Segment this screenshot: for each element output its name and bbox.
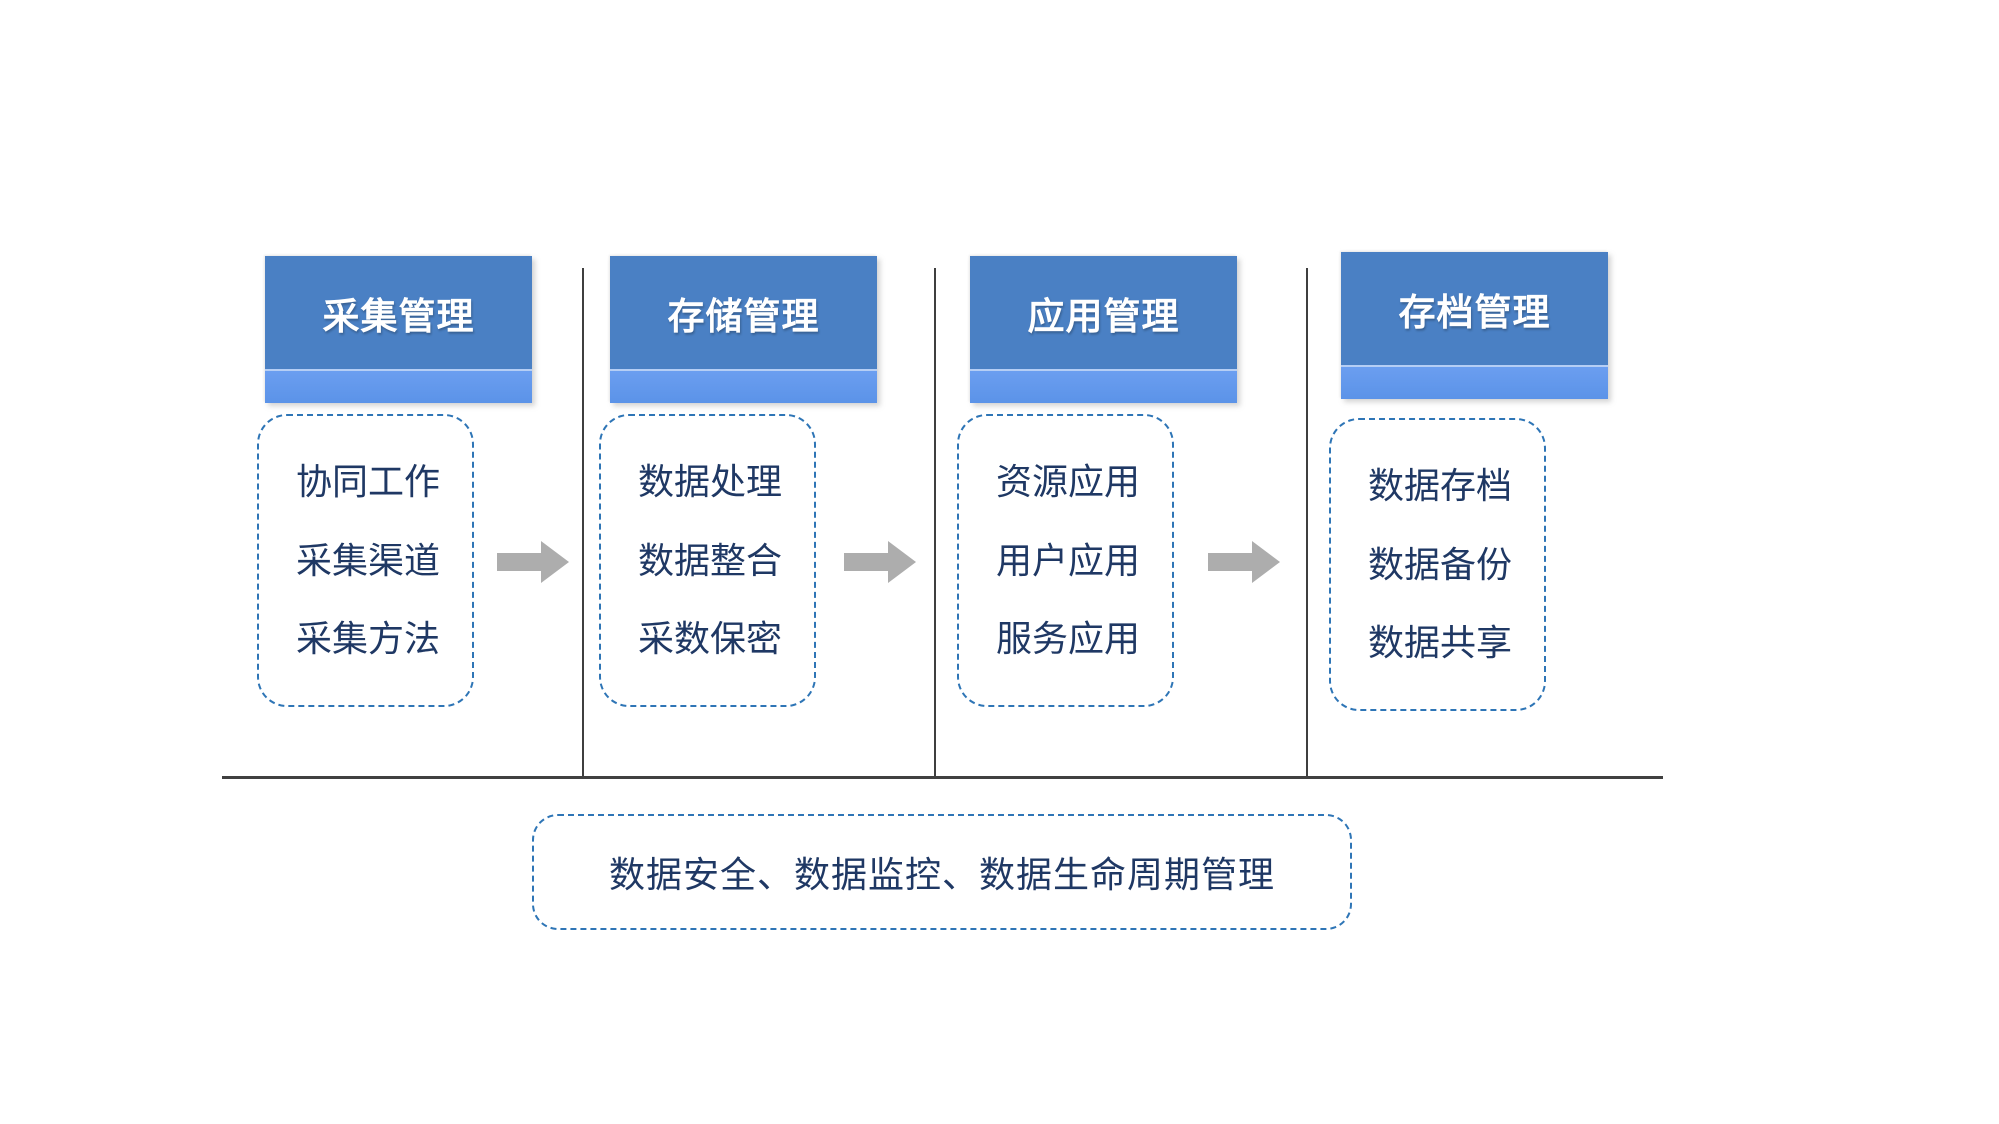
header-archive-management: 存档管理 bbox=[1341, 252, 1608, 399]
column-item: 数据存档 bbox=[1368, 465, 1513, 507]
header-archive-strip bbox=[1341, 365, 1608, 399]
column-item: 采数保密 bbox=[638, 617, 783, 659]
column-item: 数据整合 bbox=[638, 539, 783, 581]
header-application-title: 应用管理 bbox=[1027, 295, 1180, 337]
column-item: 采集方法 bbox=[296, 617, 441, 659]
vertical-divider-1 bbox=[582, 268, 584, 777]
header-collection-strip bbox=[265, 369, 532, 403]
header-storage-title: 存储管理 bbox=[667, 295, 820, 337]
header-archive-title: 存档管理 bbox=[1398, 291, 1551, 333]
header-storage-management: 存储管理 bbox=[610, 256, 877, 403]
column-item: 数据共享 bbox=[1368, 621, 1513, 663]
itembox-application: 资源应用 用户应用 服务应用 bbox=[957, 414, 1174, 707]
header-application-management: 应用管理 bbox=[970, 256, 1237, 403]
itembox-archive: 数据存档 数据备份 数据共享 bbox=[1329, 418, 1546, 711]
itembox-collection: 协同工作 采集渠道 采集方法 bbox=[257, 414, 474, 707]
itembox-storage: 数据处理 数据整合 采数保密 bbox=[599, 414, 816, 707]
header-application-strip bbox=[970, 369, 1237, 403]
footer-banner: 数据安全、数据监控、数据生命周期管理 bbox=[532, 814, 1352, 930]
header-storage-strip bbox=[610, 369, 877, 403]
column-item: 采集渠道 bbox=[296, 539, 441, 581]
horizontal-baseline bbox=[222, 776, 1663, 779]
column-item: 用户应用 bbox=[996, 539, 1141, 581]
column-item: 资源应用 bbox=[996, 461, 1141, 503]
arrow-right-icon bbox=[844, 540, 917, 584]
footer-banner-label: 数据安全、数据监控、数据生命周期管理 bbox=[608, 854, 1275, 895]
vertical-divider-3 bbox=[1306, 268, 1308, 777]
header-collection-title: 采集管理 bbox=[322, 295, 475, 337]
column-item: 服务应用 bbox=[996, 617, 1141, 659]
vertical-divider-2 bbox=[934, 268, 936, 777]
arrow-right-icon bbox=[497, 540, 570, 584]
header-collection-management: 采集管理 bbox=[265, 256, 532, 403]
arrow-right-icon bbox=[1208, 540, 1281, 584]
column-item: 数据处理 bbox=[638, 461, 783, 503]
column-item: 协同工作 bbox=[296, 461, 441, 503]
column-item: 数据备份 bbox=[1368, 543, 1513, 585]
